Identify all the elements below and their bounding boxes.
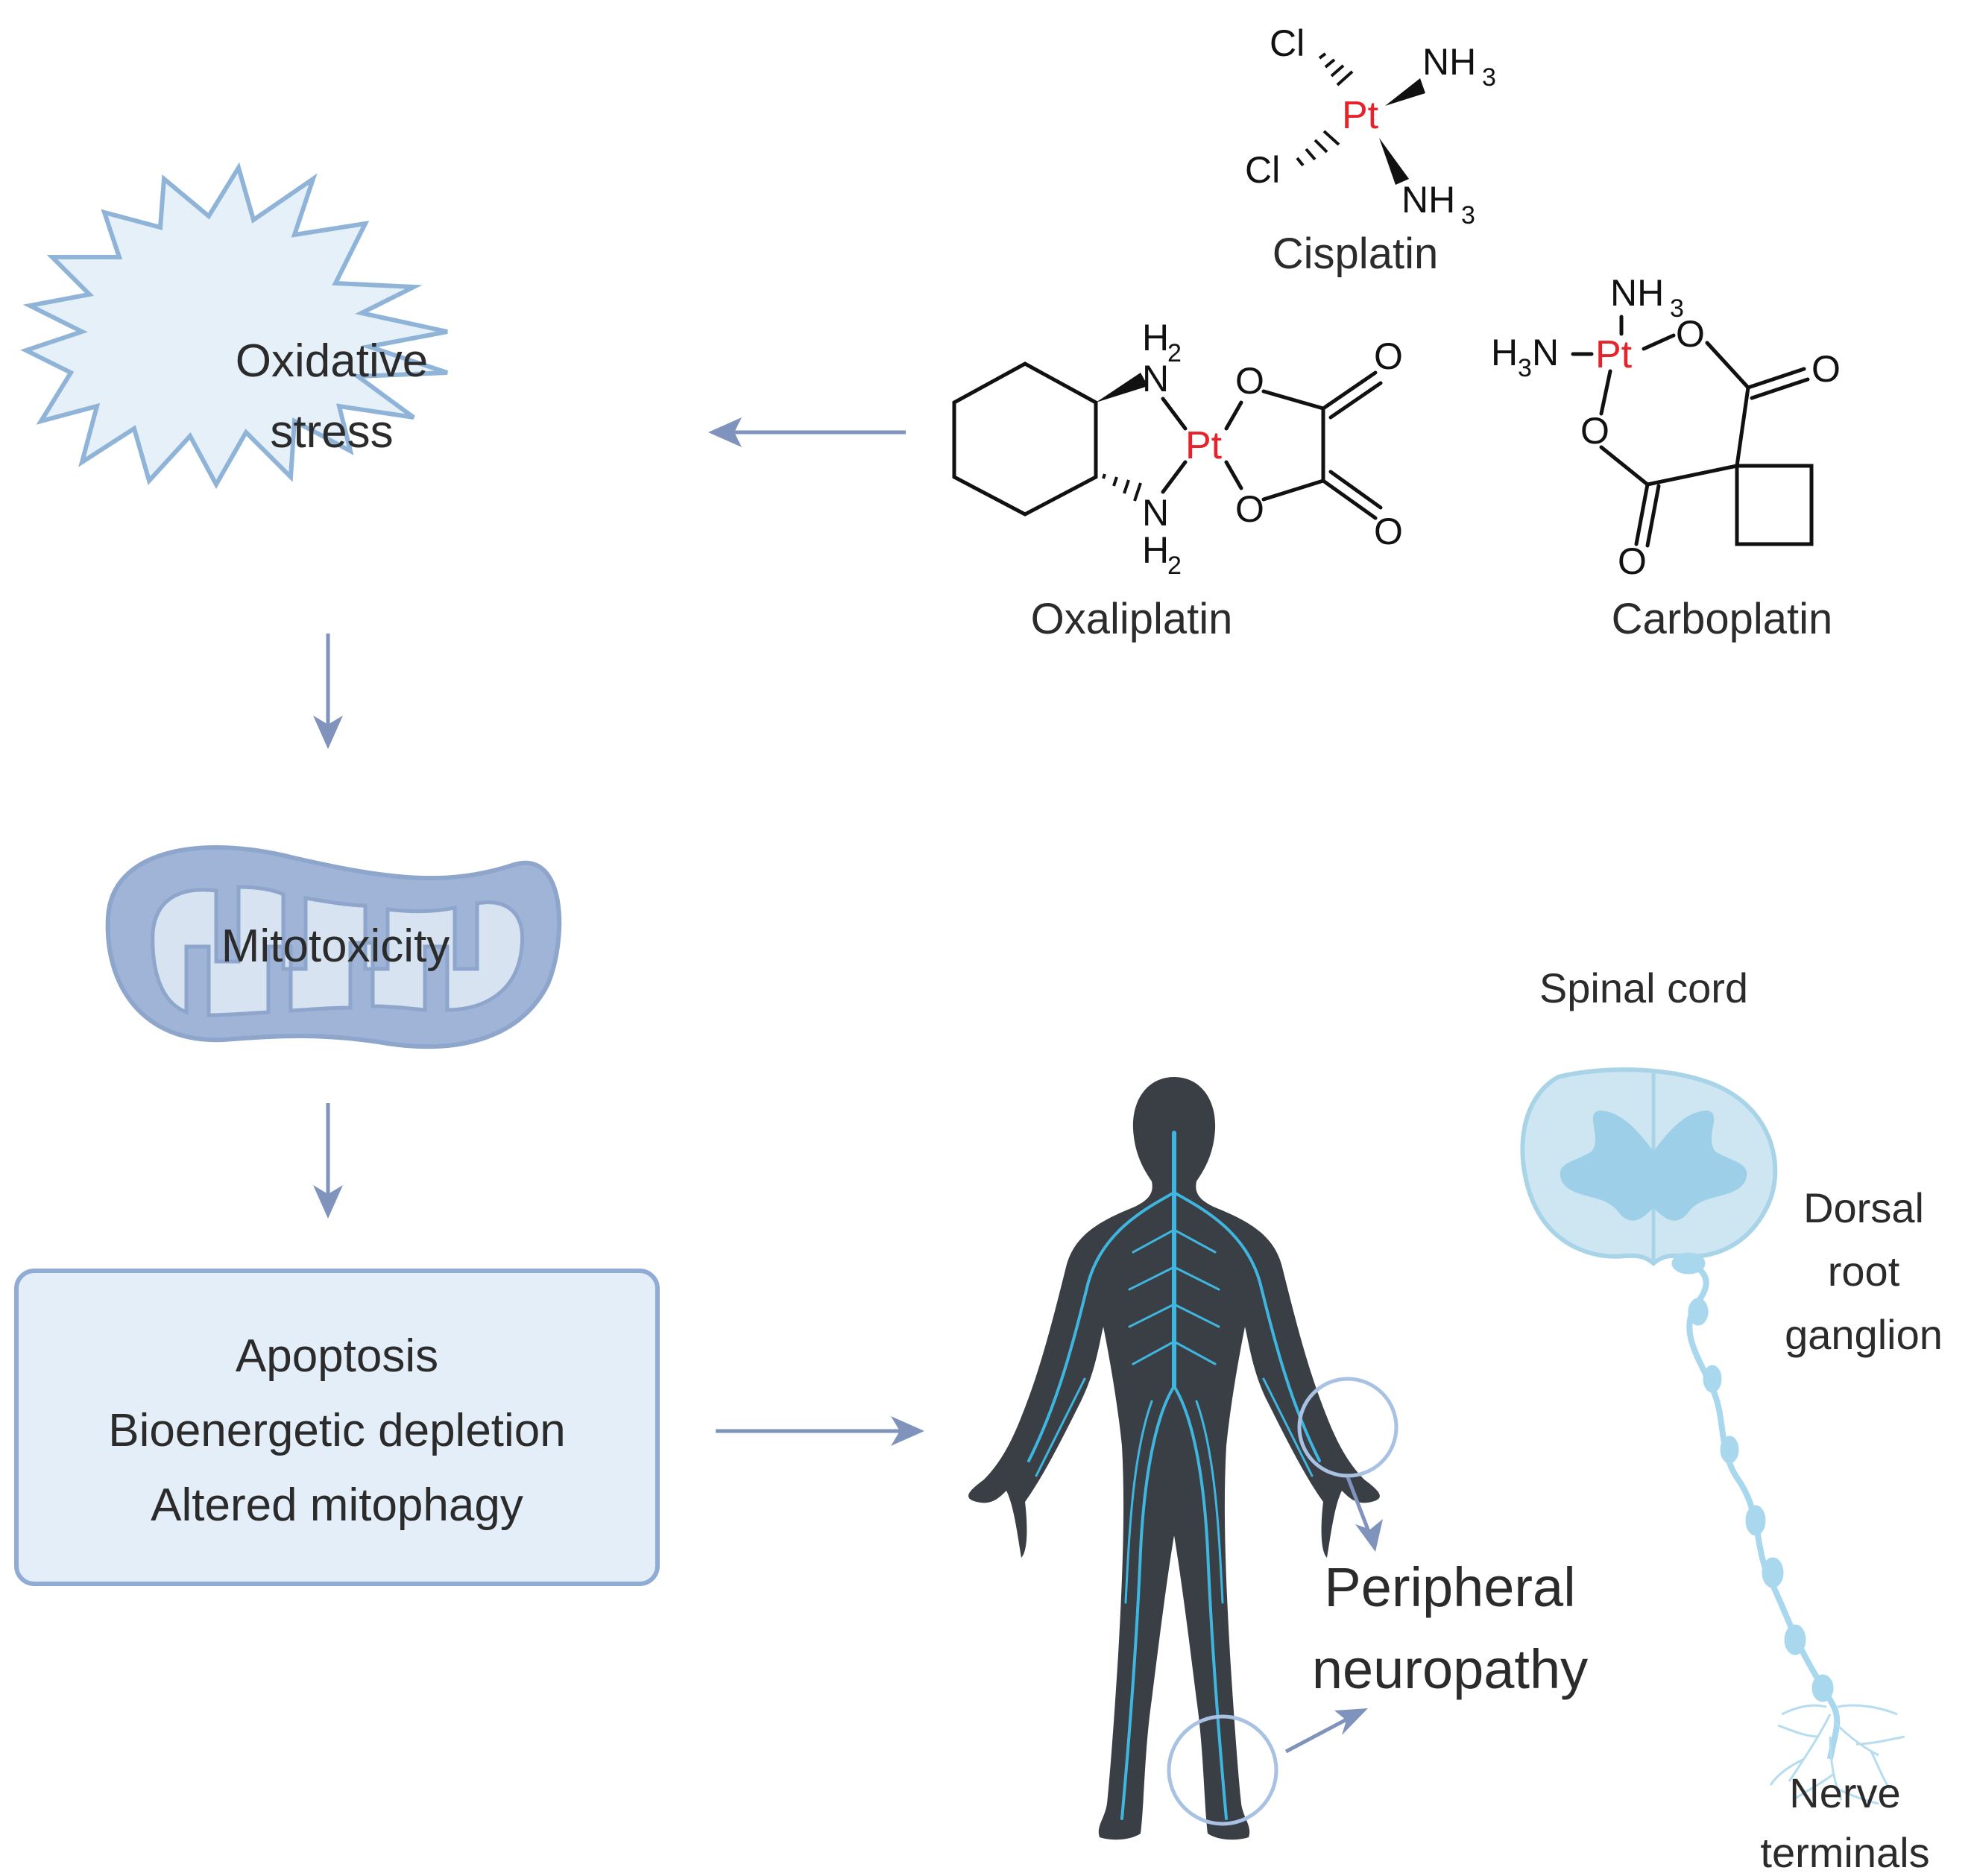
carboplatin-sub3-left: 3 [1518, 354, 1532, 382]
oxaliplatin-h-bottom: H [1142, 529, 1169, 571]
mitochondrion-cristae [151, 885, 525, 1017]
arrowhead-mito-to-box [313, 1185, 343, 1219]
oxaliplatin-sub2-top: 2 [1167, 339, 1182, 367]
carboplatin-n-left: N [1532, 332, 1559, 373]
cisplatin-sub3-top: 3 [1482, 63, 1496, 92]
oxaliplatin-o-3: O [1374, 335, 1403, 377]
carboplatin-nh-top: NH [1610, 272, 1664, 314]
carboplatin-name: Carboplatin [1612, 595, 1833, 643]
oxaliplatin-h-top: H [1142, 317, 1169, 359]
arrowhead-box-to-body [891, 1416, 924, 1446]
nerve-terminals [1769, 1704, 1905, 1805]
nerve-label-2: terminals [1760, 1829, 1929, 1876]
oxidative-label-1: Oxidative [236, 335, 428, 387]
oxaliplatin-o-4: O [1374, 511, 1403, 552]
carboplatin-h-left: H [1491, 332, 1518, 373]
cisplatin-cl-bottom: Cl [1245, 149, 1280, 191]
oxaliplatin-o-1: O [1235, 360, 1264, 402]
arrowhead-hand-to-label [1355, 1519, 1383, 1552]
nervous-system [1027, 1131, 1321, 1820]
outcome-box: Apoptosis Bioenergetic depletion Altered… [14, 1269, 660, 1586]
spinal-cord-figure: Spinal cord [1520, 964, 1778, 1266]
ganglion-bulb [1671, 1252, 1706, 1275]
carboplatin-pt: Pt [1595, 333, 1633, 376]
mitotoxicity-label: Mitotoxicity [221, 920, 450, 972]
arrow-hand-to-label [1346, 1477, 1372, 1536]
oxaliplatin-wedge [1096, 373, 1148, 402]
oxaliplatin-sub2-bottom: 2 [1167, 552, 1182, 580]
carboplatin-o-1: O [1676, 313, 1705, 355]
oxaliplatin-pt: Pt [1185, 424, 1223, 467]
hand-highlight-circle [1297, 1377, 1398, 1478]
starburst-shape [20, 162, 448, 490]
cisplatin-cl-top: Cl [1270, 22, 1305, 64]
oxaliplatin-structure: H 2 N N H 2 Pt O O O O Oxaliplatin [952, 317, 1403, 643]
flow-arrows [313, 417, 924, 1446]
cisplatin-wedge-bottom [1379, 138, 1409, 185]
oxaliplatin-bonds [1161, 370, 1383, 520]
oxaliplatin-name: Oxaliplatin [1031, 595, 1233, 643]
oxidative-stress-node: Oxidative stress [20, 162, 448, 490]
carboplatin-sub3-top: 3 [1670, 294, 1684, 323]
cisplatin-hash-top [1318, 52, 1354, 86]
carboplatin-bonds [1571, 315, 1814, 548]
drg-label-1: Dorsal [1803, 1184, 1924, 1231]
oxaliplatin-n-bottom: N [1142, 492, 1169, 534]
cisplatin-pt: Pt [1342, 94, 1379, 137]
arrowhead-foot-to-label [1334, 1708, 1368, 1735]
neuropathy-label-1: Peripheral [1324, 1556, 1575, 1618]
oxaliplatin-cyclohexane [952, 361, 1098, 517]
oxaliplatin-o-2: O [1235, 488, 1264, 530]
oxaliplatin-hash [1102, 473, 1142, 502]
human-body-figure [968, 1077, 1398, 1840]
cisplatin-structure: Cl Cl Pt NH 3 NH 3 Cisplatin [1245, 22, 1496, 278]
nerve-fiber [1671, 1252, 1841, 1760]
arrowhead-oxidative-to-mito [313, 716, 343, 749]
arrowhead-drugs-to-oxidative [708, 417, 742, 447]
cisplatin-name: Cisplatin [1273, 230, 1438, 278]
apoptosis-label: Apoptosis [236, 1330, 438, 1382]
bioenergetic-label: Bioenergetic depletion [108, 1405, 566, 1456]
outcome-box-frame [14, 1269, 660, 1586]
carboplatin-o-4: O [1618, 540, 1647, 582]
drg-label-2: root [1828, 1248, 1900, 1295]
oxaliplatin-n-top: N [1142, 358, 1169, 399]
nerve-label-1: Nerve [1789, 1769, 1900, 1816]
cisplatin-wedge-top [1385, 78, 1425, 106]
body-silhouette [968, 1077, 1380, 1840]
cisplatin-sub3-bottom: 3 [1461, 201, 1475, 230]
carboplatin-o-3: O [1811, 348, 1841, 390]
spinal-cord-label: Spinal cord [1539, 964, 1748, 1011]
cisplatin-hash-bottom [1296, 130, 1340, 167]
spinal-cord-grey-matter [1560, 1111, 1747, 1221]
mitophagy-label: Altered mitophagy [151, 1479, 523, 1531]
cisplatin-nh-bottom: NH [1401, 179, 1455, 221]
cisplatin-nh-top: NH [1422, 41, 1476, 83]
neuropathy-label-2: neuropathy [1312, 1638, 1588, 1700]
drg-label-3: ganglion [1785, 1311, 1943, 1358]
mitochondrion-node: Mitotoxicity [105, 845, 562, 1049]
carboplatin-o-2: O [1580, 410, 1609, 452]
carboplatin-structure: NH 3 H 3 N Pt O O O O Carboplatin [1491, 272, 1841, 643]
arrow-foot-to-label [1284, 1716, 1351, 1754]
foot-highlight-circle [1167, 1714, 1278, 1826]
oxidative-label-2: stress [270, 406, 393, 458]
